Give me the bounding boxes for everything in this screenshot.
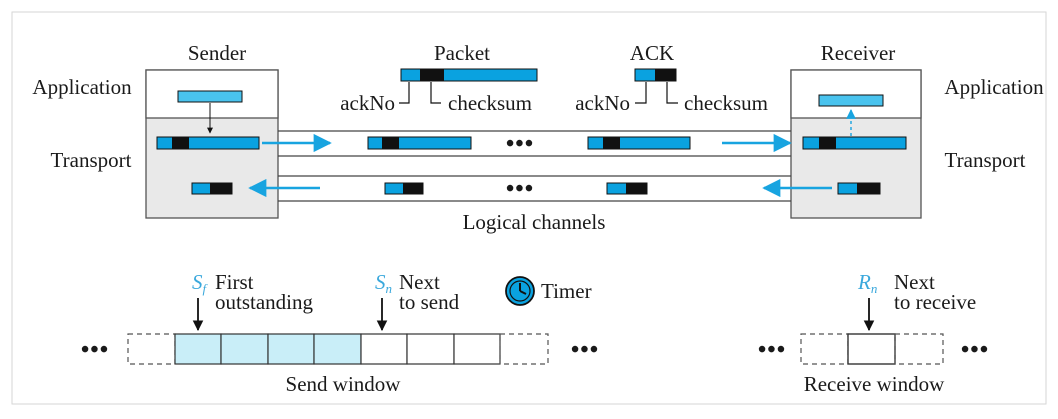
packet-format-legend bbox=[399, 68, 538, 104]
send-window-slot-outstanding bbox=[220, 333, 269, 365]
send-window-label: Send window bbox=[286, 372, 402, 396]
ack-checksum-label: checksum bbox=[684, 91, 768, 115]
receive-window-ellipsis-left: ••• bbox=[758, 337, 786, 363]
send-window: ••• ••• bbox=[81, 333, 599, 365]
sender-application-data bbox=[177, 90, 243, 103]
receiver-application-data bbox=[818, 94, 884, 107]
sender-outgoing-packet bbox=[156, 136, 260, 150]
logical-channels-label: Logical channels bbox=[463, 210, 606, 234]
application-left-label: Application bbox=[32, 75, 132, 99]
receiver-host bbox=[790, 69, 922, 219]
sf-line1: First bbox=[215, 270, 254, 294]
receiver-outgoing-ack bbox=[837, 182, 881, 195]
channel-ellipsis-reverse: ••• bbox=[506, 176, 534, 202]
send-window-slot-after bbox=[499, 333, 549, 365]
receive-window: ••• ••• bbox=[758, 333, 989, 365]
sf-line2: outstanding bbox=[215, 290, 313, 314]
rn-line1: Next bbox=[894, 270, 935, 294]
transport-left-label: Transport bbox=[51, 148, 132, 172]
sender-incoming-ack bbox=[191, 182, 233, 195]
sender-host bbox=[145, 69, 279, 219]
sn-line2: to send bbox=[399, 290, 460, 314]
sender-label: Sender bbox=[188, 41, 246, 65]
send-window-ellipsis-left: ••• bbox=[81, 337, 109, 363]
application-right-label: Application bbox=[944, 75, 1044, 99]
ack-format-legend bbox=[634, 68, 678, 104]
channel-ellipsis-forward: ••• bbox=[506, 131, 534, 157]
send-window-slot-before bbox=[127, 333, 176, 365]
channel-data-packet bbox=[587, 136, 691, 150]
send-window-slot-outstanding bbox=[313, 333, 362, 365]
receive-window-slot-expected bbox=[847, 333, 896, 365]
packet-label: Packet bbox=[434, 41, 490, 65]
rn-variable: Rn bbox=[857, 270, 877, 296]
send-window-slot-available bbox=[406, 333, 455, 365]
logical-channels bbox=[248, 130, 832, 202]
rn-line2: to receive bbox=[894, 290, 976, 314]
receiver-incoming-packet bbox=[802, 136, 907, 150]
transport-right-label: Transport bbox=[945, 148, 1026, 172]
receive-window-slot-before bbox=[800, 333, 849, 365]
send-window-slot-available bbox=[453, 333, 501, 365]
ack-ackno-label: ackNo bbox=[575, 91, 630, 115]
packet-ackno-label: ackNo bbox=[340, 91, 395, 115]
ack-label: ACK bbox=[630, 41, 674, 65]
sn-line1: Next bbox=[399, 270, 440, 294]
send-window-slot-available bbox=[360, 333, 408, 365]
sn-variable: Sn bbox=[375, 270, 392, 296]
channel-ack-packet bbox=[384, 182, 424, 195]
send-window-slot-outstanding bbox=[174, 333, 222, 365]
receive-window-slot-after bbox=[894, 333, 944, 365]
packet-checksum-label: checksum bbox=[448, 91, 532, 115]
clock-icon bbox=[505, 276, 535, 306]
send-window-slot-outstanding bbox=[267, 333, 315, 365]
timer-label: Timer bbox=[541, 279, 592, 303]
receive-window-label: Receive window bbox=[804, 372, 945, 396]
receiver-application-layer bbox=[790, 69, 922, 119]
receiver-label: Receiver bbox=[821, 41, 896, 65]
figure-frame bbox=[11, 11, 1047, 405]
channel-data-packet bbox=[367, 136, 472, 150]
sf-variable: Sf bbox=[192, 270, 209, 296]
channel-ack-packet bbox=[606, 182, 648, 195]
receive-window-ellipsis-right: ••• bbox=[961, 337, 989, 363]
send-window-ellipsis-right: ••• bbox=[571, 337, 599, 363]
